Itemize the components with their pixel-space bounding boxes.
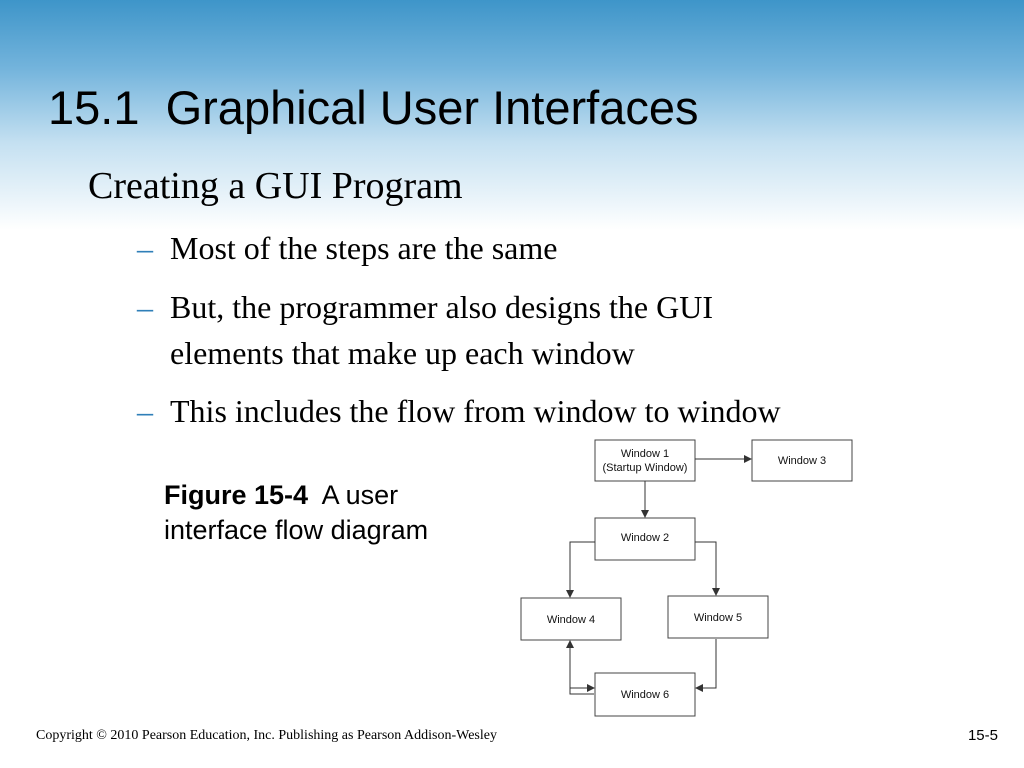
figure-caption: Figure 15-4 A user interface flow diagra… — [164, 478, 464, 548]
bullet-text-continued: elements that make up each window — [170, 335, 635, 371]
header-gradient-band — [0, 0, 1024, 230]
bullet-dash: – — [137, 393, 153, 429]
bullet-text: This includes the flow from window to wi… — [170, 393, 781, 429]
window2-label: Window 2 — [621, 532, 669, 544]
arrow-window2-to-window5 — [695, 541, 720, 596]
window3-node — [751, 439, 853, 482]
window1-label: Window 1 — [621, 448, 669, 460]
window6-node — [594, 672, 696, 717]
bullet-dash: – — [137, 230, 153, 266]
bullet-item-2: –But, the programmer also designs the GU… — [137, 284, 937, 376]
page-number: 15-5 — [967, 727, 998, 744]
ui-flow-diagram: Window 1 (Startup Window) Window 3 Windo… — [520, 439, 853, 717]
window1-sublabel: (Startup Window) — [603, 462, 688, 474]
window4-label: Window 4 — [547, 614, 595, 626]
arrow-window2-to-window4 — [566, 541, 595, 598]
bullet-text: But, the programmer also designs the GUI — [170, 289, 713, 325]
arrow-window4-to-window6 — [569, 676, 595, 692]
bullet-dash: – — [137, 289, 153, 325]
arrow-window5-to-window6 — [695, 639, 717, 692]
window6-label: Window 6 — [621, 689, 669, 701]
arrow-window6-to-window4 — [566, 640, 594, 695]
window3-label: Window 3 — [778, 455, 826, 467]
bullet-item-3: –This includes the flow from window to w… — [137, 388, 937, 434]
figure-caption-text: A user interface flow diagram — [164, 480, 429, 545]
bullet-text: Most of the steps are the same — [170, 230, 558, 266]
slide-heading: Creating a GUI Program — [88, 165, 463, 207]
footer-copyright: Copyright © 2010 Pearson Education, Inc.… — [36, 728, 497, 743]
slide-title: 15.1 Graphical User Interfaces — [48, 81, 699, 134]
window5-node — [667, 595, 769, 639]
window2-node — [594, 517, 696, 561]
window5-label: Window 5 — [694, 612, 742, 624]
figure-label: Figure 15-4 — [164, 480, 309, 510]
window1-node — [594, 439, 696, 482]
bullet-item-1: –Most of the steps are the same — [137, 225, 937, 271]
